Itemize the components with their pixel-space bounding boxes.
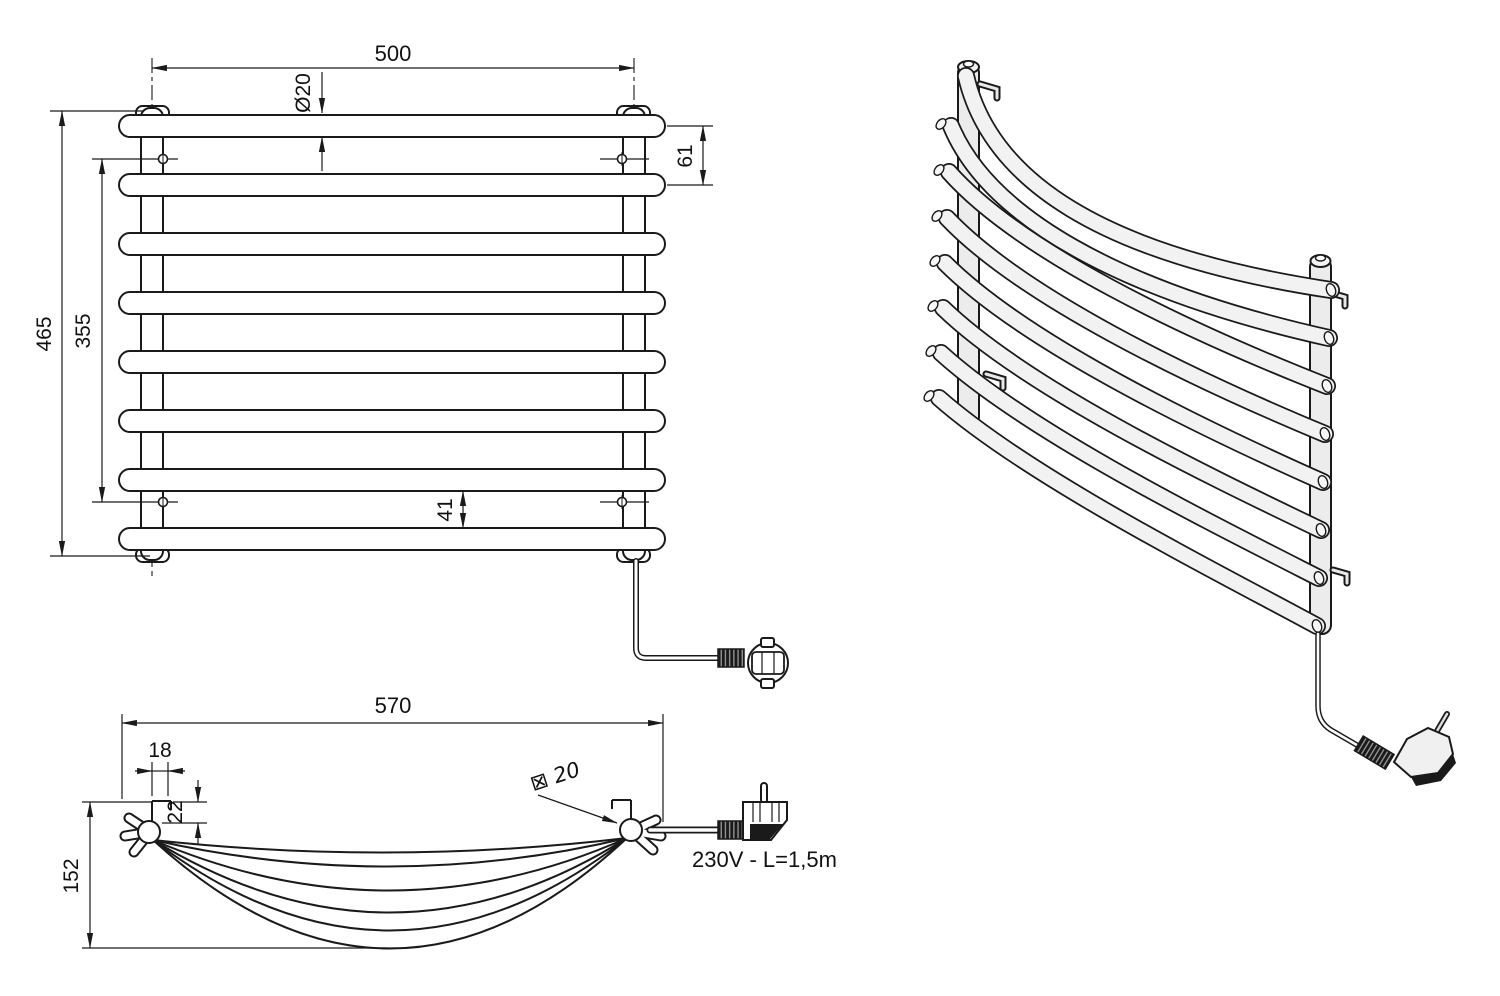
power-plug-side <box>742 782 788 841</box>
dim-width-500: 500 <box>151 41 635 72</box>
dim-bracket-offset: 22 <box>162 780 207 845</box>
dim-tube-section-label: ⊠ 20 <box>527 757 583 796</box>
plug-contact-face <box>750 824 783 839</box>
cable-connector <box>717 820 744 840</box>
left-post <box>140 107 164 561</box>
power-cable-front <box>633 558 789 689</box>
dim-mount-spacing: 355 <box>72 158 106 503</box>
dim-width-label: 500 <box>375 41 412 66</box>
dim-tube-diameter-label: Ø20 <box>292 73 315 113</box>
mounting-screw <box>616 152 628 166</box>
dim-last-rail-gap: 41 <box>345 490 478 529</box>
power-cable-iso <box>1315 631 1456 786</box>
crossbar-arc <box>152 837 628 950</box>
iso-rail-bar <box>957 67 1340 299</box>
dim-depth: 152 <box>60 801 396 949</box>
crossbar-arcs <box>152 837 628 950</box>
plug-earth-notch <box>760 678 775 689</box>
dim-bracket-width: 18 <box>135 739 185 796</box>
mounting-screw <box>157 495 169 509</box>
rail-bar <box>118 409 666 433</box>
dim-depth-label: 152 <box>60 858 83 893</box>
post-cap <box>962 60 975 68</box>
crossbar-arc <box>152 837 628 868</box>
top-view: 570 152 18 <box>60 693 837 950</box>
rail-bars <box>118 114 666 551</box>
rail-bar <box>118 114 666 138</box>
mounting-screws <box>157 152 628 509</box>
post-section-circle-right <box>619 818 643 842</box>
plug-face <box>751 651 785 675</box>
post-cap <box>1314 254 1327 262</box>
power-cable-top <box>646 782 788 841</box>
iso-rail-end-caps <box>923 118 1337 633</box>
power-plug-front <box>747 637 789 689</box>
callout-tube-section: ⊠ 20 <box>527 757 618 824</box>
dim-tube-diameter: Ø20 <box>292 72 326 171</box>
plug-earth-notch <box>760 637 775 648</box>
power-spec-label: 230V - L=1,5m <box>692 847 837 872</box>
dim-overall-width-label: 570 <box>375 693 412 718</box>
rail-bar <box>118 350 666 374</box>
rail-bar <box>118 468 666 492</box>
dim-first-rail-gap-label: 61 <box>674 144 697 167</box>
dim-mount-spacing-label: 355 <box>72 313 95 348</box>
rail-bar <box>118 173 666 197</box>
rail-bar <box>118 527 666 551</box>
dim-total-height-label: 465 <box>33 316 56 351</box>
power-plug-iso <box>1392 711 1456 786</box>
mounting-screw <box>616 495 628 509</box>
rail-bar <box>118 232 666 256</box>
crossbar-arc <box>152 837 628 854</box>
front-view: 500 Ø20 61 465 355 <box>33 41 789 689</box>
post-section-circle-left <box>137 820 161 844</box>
mounting-screw <box>157 152 169 166</box>
crossbar-arc <box>152 837 628 892</box>
plug-contact-face <box>1411 754 1456 786</box>
dim-first-rail-gap: 61 <box>667 125 713 186</box>
iso-right-post <box>1309 254 1332 635</box>
dim-bracket-width-label: 18 <box>148 739 171 762</box>
dim-overall-width: 570 <box>121 693 664 822</box>
isometric-view <box>923 60 1456 786</box>
dim-last-rail-gap-label: 41 <box>434 498 457 521</box>
dim-bracket-offset-label: 22 <box>164 800 187 823</box>
plug-pin <box>760 782 768 804</box>
wall-bracket-top-left <box>151 800 172 822</box>
crossbar-arc <box>152 837 628 932</box>
cable-connector <box>1353 734 1396 771</box>
crossbar-arc <box>152 837 628 914</box>
dim-total-height: 465 <box>33 110 150 557</box>
iso-rail-bars <box>930 67 1340 635</box>
rail-bar <box>118 291 666 315</box>
cable-connector <box>717 648 745 668</box>
wall-bracket-top-right <box>611 799 632 819</box>
